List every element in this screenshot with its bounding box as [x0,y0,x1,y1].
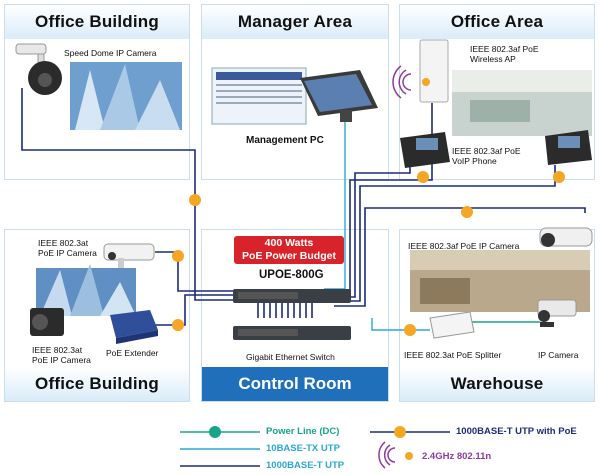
zone-title-control-room: Control Room [202,367,388,401]
poe-tags [172,171,565,336]
legend [180,426,450,469]
legend-wifi: 2.4GHz 802.11n [422,451,492,462]
voip-phone-icon-1 [400,132,450,168]
poe-ip-camera-af-icon [539,227,593,247]
poe-tag-6 [461,206,473,218]
label-ip-camera-at-2: IEEE 802.3at PoE IP Camera [32,345,91,365]
poe-tag-3 [172,319,184,331]
building-photo-top [70,62,182,130]
legend-t-utp-poe: 1000BASE-T UTP with PoE [456,426,577,437]
poe-ip-camera-at-icon [103,243,155,268]
upoe-800g-switch-icon [233,289,351,303]
ip-camera-icon [537,299,577,327]
gigabit-switch-icon [233,326,351,340]
box-camera-icon [30,308,64,336]
badge-line-2: PoE Power Budget [242,250,336,262]
poe-tag-4 [417,171,429,183]
badge-line-1: 400 Watts [264,237,314,249]
label-speed-dome: Speed Dome IP Camera [64,48,157,58]
label-wireless-ap: IEEE 802.3af PoE Wireless AP [470,44,539,64]
zone-title-office-area: Office Area [400,5,594,39]
zone-title-warehouse: Warehouse [400,367,594,401]
building-photo-bottom [36,264,136,316]
poe-tag-1 [189,194,201,206]
zone-title-office-building-top: Office Building [5,5,189,39]
cable-splitter [371,318,430,331]
voip-phone-icon-2 [545,130,592,165]
poe-tag-2 [172,250,184,262]
legend-tx-utp: 10BASE-TX UTP [266,443,340,454]
label-voip-phone: IEEE 802.3af PoE VoIP Phone [452,146,521,166]
label-gigabit-switch: Gigabit Ethernet Switch [246,352,335,362]
label-management-pc: Management PC [246,135,324,146]
poe-tag-5 [553,171,565,183]
label-poe-splitter: IEEE 802.3at PoE Splitter [404,350,502,360]
wireless-ap-icon [419,39,449,103]
label-ip-camera: IP Camera [538,350,579,360]
wifi-signal-icon [392,65,412,99]
power-budget-badge: 400 Watts PoE Power Budget [234,236,344,264]
poe-splitter-icon [429,311,475,339]
zone-title-office-building-bottom: Office Building [5,367,189,401]
management-pc-icon [211,67,378,125]
cable-speed-dome [21,88,284,301]
label-poe-extender: PoE Extender [106,348,159,358]
zone-title-manager-area: Manager Area [202,5,388,39]
poe-extender-icon [110,310,158,344]
poe-tag-7 [404,324,416,336]
speed-dome-camera-icon [15,43,62,95]
label-switch-model: UPOE-800G [259,269,324,281]
cable-voip-phone-1 [330,152,411,298]
label-poe-ip-camera-at: IEEE 802.3at PoE IP Camera [38,238,97,258]
label-poe-ip-camera-af: IEEE 802.3af PoE IP Camera [408,241,520,251]
cable-poe-camera-af [334,207,586,307]
legend-t-utp: 1000BASE-T UTP [266,460,345,471]
legend-power-line: Power Line (DC) [266,426,340,437]
